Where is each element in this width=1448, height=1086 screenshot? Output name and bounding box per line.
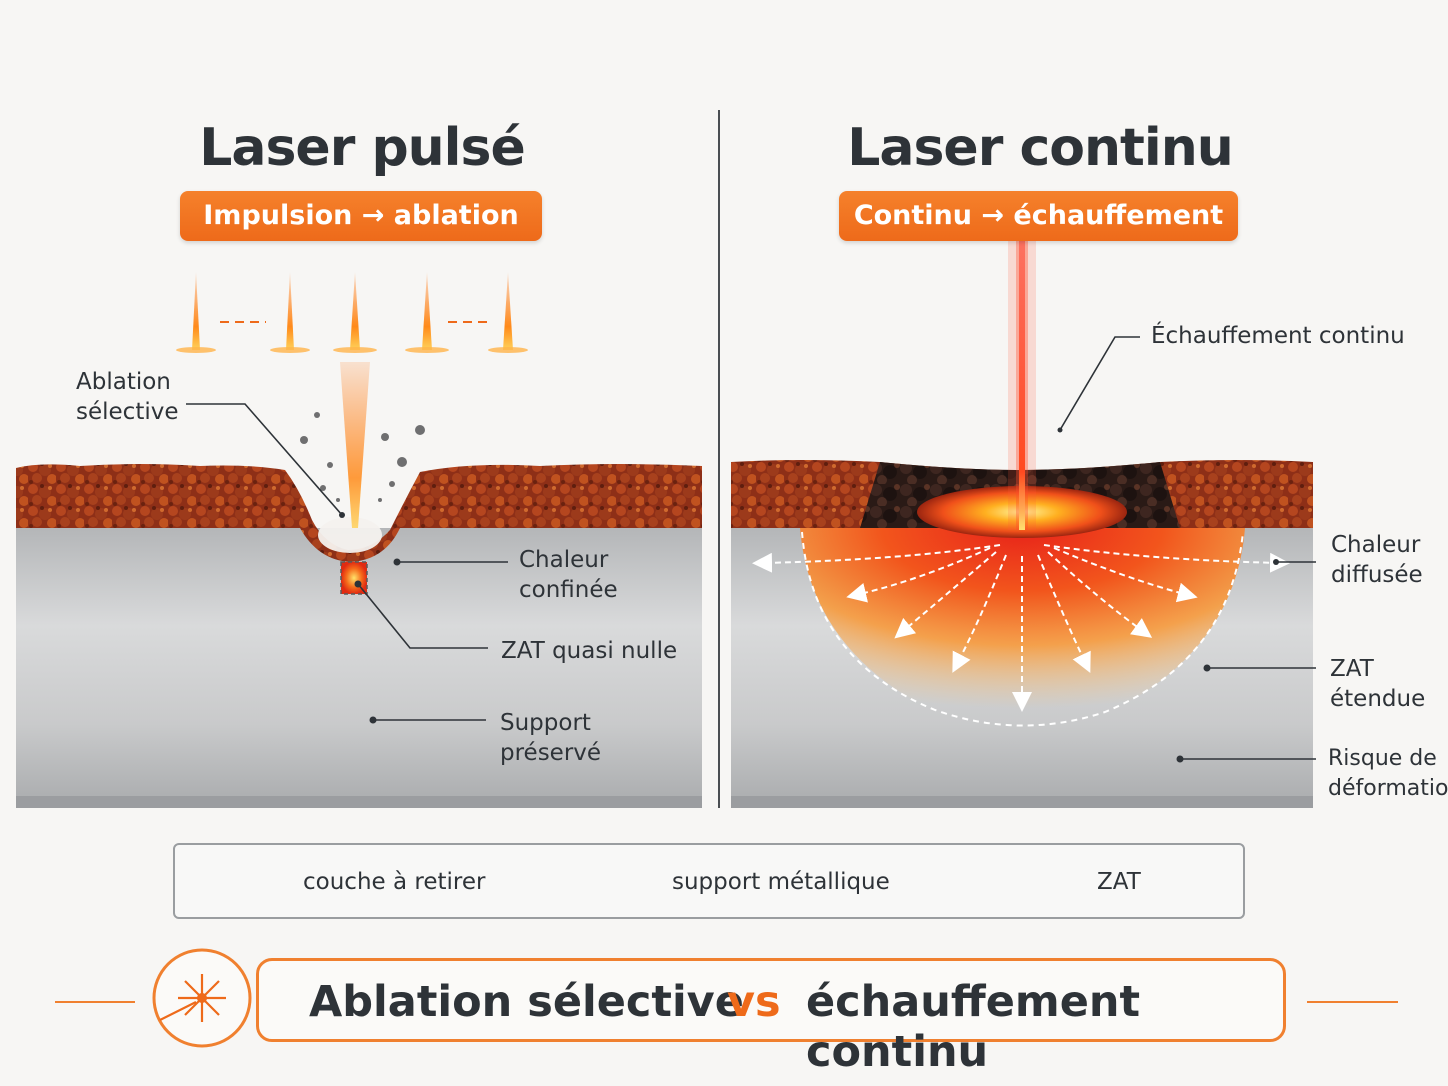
label-chaleur-confinee: Chaleur confinée: [519, 547, 618, 603]
banner-vs: vs: [727, 977, 781, 1027]
left-mode-tag: Impulsion → ablation: [180, 191, 542, 241]
label-ablation-selective: Ablation sélective: [76, 369, 179, 425]
heat-diffusion-arrows: [752, 544, 1290, 712]
left-coating-layer: [16, 464, 702, 562]
legend-coating-label: couche à retirer: [303, 869, 486, 895]
ablation-debris: [300, 412, 425, 502]
label-support-preserve: Support préservé: [500, 710, 602, 766]
legend-metal-label: support métallique: [672, 869, 890, 895]
laser-pulses: [176, 272, 528, 353]
label-risque-deformation: Risque de déformation: [1328, 746, 1448, 801]
laser-burst-icon: [152, 948, 252, 1048]
label-zat-quasi-nulle: ZAT quasi nulle: [501, 638, 678, 664]
label-zat-etendue: ZAT étendue: [1330, 656, 1426, 712]
left-title: Laser pulsé: [199, 118, 525, 178]
label-echauffement-continu: Échauffement continu: [1151, 323, 1405, 349]
right-title: Laser continu: [847, 118, 1233, 178]
legend: couche à retirer support métallique ZAT: [173, 843, 1245, 919]
zat-boundary: [801, 531, 1244, 727]
banner-right-text: échauffement continu: [806, 977, 1141, 1077]
summary-banner: Ablation sélective vs échauffement conti…: [256, 958, 1286, 1077]
legend-zat-label: ZAT: [1097, 869, 1141, 895]
left-laser-beam: [340, 362, 370, 528]
right-laser-beam: [1019, 240, 1025, 530]
label-chaleur-diffusee: Chaleur diffusée: [1331, 532, 1423, 588]
banner-left-text: Ablation sélective: [309, 977, 744, 1027]
right-mode-tag: Continu → échauffement: [839, 191, 1238, 241]
